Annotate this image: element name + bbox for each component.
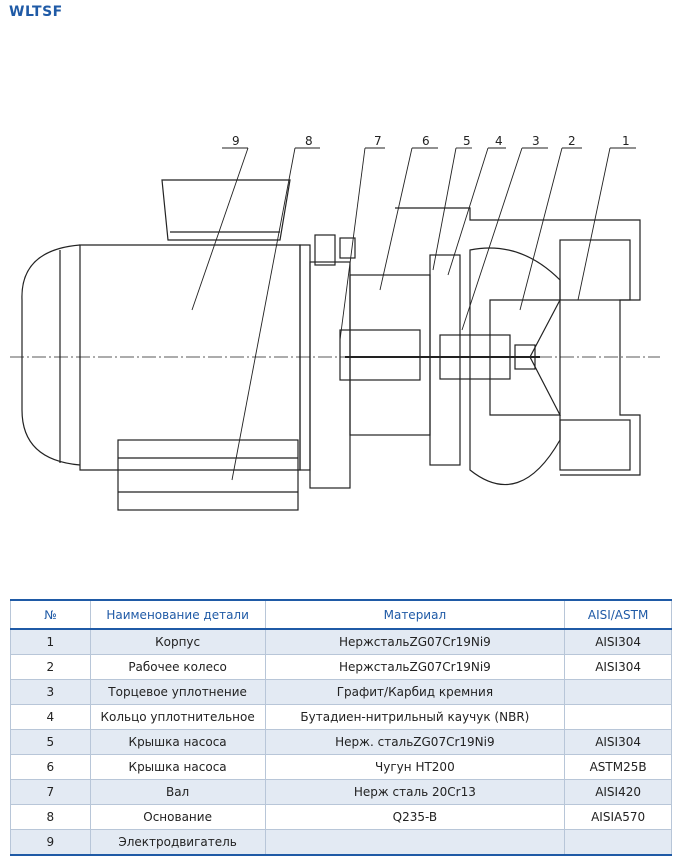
cell-standard xyxy=(564,704,672,730)
cell-part-name: Крышка насоса xyxy=(89,754,266,780)
cell-material xyxy=(264,829,566,856)
cell-number: 1 xyxy=(10,628,91,655)
cell-standard: AISI304 xyxy=(564,628,672,655)
cell-number: 9 xyxy=(10,829,91,856)
cell-material: НержстальZG07Cr19Ni9 xyxy=(264,628,566,655)
cell-number: 2 xyxy=(10,654,91,680)
callout-1: 1 xyxy=(622,134,630,148)
callout-9: 9 xyxy=(232,134,240,148)
table-header-row: № Наименование детали Материал AISI/ASTM xyxy=(10,599,672,630)
cell-standard: AISI304 xyxy=(564,729,672,755)
cell-part-name: Рабочее колесо xyxy=(89,654,266,680)
cell-number: 5 xyxy=(10,729,91,755)
table-row: 9 Электродвигатель xyxy=(10,829,672,856)
cell-standard xyxy=(564,679,672,705)
parts-table: № Наименование детали Материал AISI/ASTM… xyxy=(10,599,672,856)
table-row: 7 Вал Нерж сталь 20Cr13 AISI420 xyxy=(10,779,672,805)
cell-standard xyxy=(564,829,672,856)
cell-number: 8 xyxy=(10,804,91,830)
cell-part-name: Крышка насоса xyxy=(89,729,266,755)
callout-6: 6 xyxy=(422,134,430,148)
cell-material: Нерж сталь 20Cr13 xyxy=(264,779,566,805)
header-part-name: Наименование детали xyxy=(89,599,266,630)
table-row: 2 Рабочее колесо НержстальZG07Cr19Ni9 AI… xyxy=(10,654,672,680)
cell-material: Нерж. стальZG07Cr19Ni9 xyxy=(264,729,566,755)
cell-number: 6 xyxy=(10,754,91,780)
callout-4: 4 xyxy=(495,134,503,148)
cell-material: Чугун HT200 xyxy=(264,754,566,780)
cell-material: Q235-B xyxy=(264,804,566,830)
cell-part-name: Кольцо уплотнительное xyxy=(89,704,266,730)
cell-material: Графит/Карбид кремния xyxy=(264,679,566,705)
cell-part-name: Основание xyxy=(89,804,266,830)
table-row: 3 Торцевое уплотнение Графит/Карбид крем… xyxy=(10,679,672,705)
cell-number: 3 xyxy=(10,679,91,705)
table-row: 8 Основание Q235-B AISIA570 xyxy=(10,804,672,830)
callout-5: 5 xyxy=(463,134,471,148)
cell-standard: AISI420 xyxy=(564,779,672,805)
cell-number: 4 xyxy=(10,704,91,730)
page-title: WLTSF xyxy=(9,4,63,20)
table-row: 1 Корпус НержстальZG07Cr19Ni9 AISI304 xyxy=(10,628,672,655)
table-row: 6 Крышка насоса Чугун HT200 ASTM25B xyxy=(10,754,672,780)
callout-3: 3 xyxy=(532,134,540,148)
cell-number: 7 xyxy=(10,779,91,805)
cell-standard: AISIA570 xyxy=(564,804,672,830)
callout-8: 8 xyxy=(305,134,313,148)
header-number: № xyxy=(10,599,91,630)
callout-7: 7 xyxy=(374,134,382,148)
cell-standard: AISI304 xyxy=(564,654,672,680)
cell-standard: ASTM25B xyxy=(564,754,672,780)
cell-part-name: Вал xyxy=(89,779,266,805)
cell-material: НержстальZG07Cr19Ni9 xyxy=(264,654,566,680)
table-row: 5 Крышка насоса Нерж. стальZG07Cr19Ni9 A… xyxy=(10,729,672,755)
callout-2: 2 xyxy=(568,134,576,148)
cell-part-name: Торцевое уплотнение xyxy=(89,679,266,705)
table-row: 4 Кольцо уплотнительное Бутадиен-нитриль… xyxy=(10,704,672,730)
pump-cross-section-drawing: 9 8 7 6 5 4 3 2 1 xyxy=(10,134,660,511)
header-aisi-astm: AISI/ASTM xyxy=(564,599,672,630)
cell-material: Бутадиен-нитрильный каучук (NBR) xyxy=(264,704,566,730)
cell-part-name: Электродвигатель xyxy=(89,829,266,856)
header-material: Материал xyxy=(264,599,566,630)
cell-part-name: Корпус xyxy=(89,628,266,655)
